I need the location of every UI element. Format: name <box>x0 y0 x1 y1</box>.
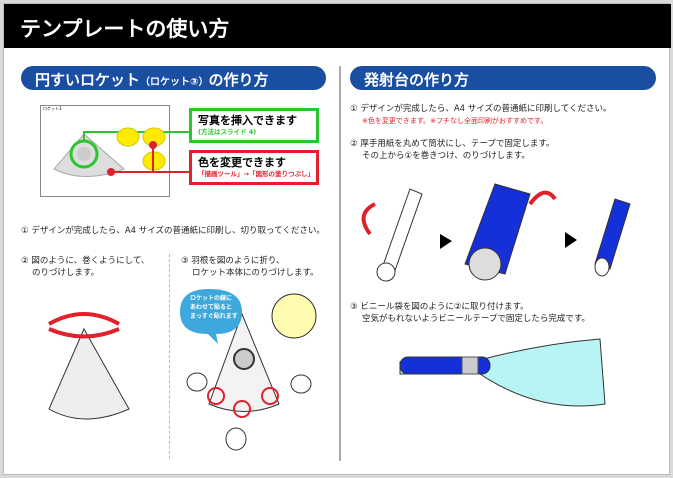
left-step3-line2: ロケット本体にのりづけします。 <box>192 268 319 278</box>
right-section-header: 発射台の作り方 <box>350 66 656 90</box>
color-callout: 色を変更できます「描画ツール」→「図形の塗りつぶし」 <box>189 150 319 185</box>
column-divider <box>339 66 341 461</box>
tip-bubble: ロケットの線に あわせて貼ると まっすぐ貼れます <box>190 294 238 321</box>
page: テンプレートの使い方 円すいロケット（ロケット③）の作り方 ロケット3 写真を挿… <box>3 3 671 475</box>
bubble-line: あわせて貼ると <box>190 304 233 311</box>
left-step2-line1: ② 図のように、巻くようにして、 <box>21 256 150 266</box>
color-callout-note: 「描画ツール」→「図形の塗りつぶし」 <box>198 170 315 178</box>
color-callout-title: 色を変更できます <box>198 156 286 169</box>
thumb-label: ロケット3 <box>43 106 62 111</box>
photo-callout-note: (方法はスライド 4) <box>198 128 257 136</box>
header-sub: （ロケット③） <box>140 77 209 88</box>
right-step2-line2: その上から①を巻きつけ、のりづけします。 <box>362 151 530 161</box>
right-step3-line2: 空気がもれないようビニールテープで固定したら完成です。 <box>362 314 590 324</box>
right-step1: ① デザインが完成したら、A4 サイズの普通紙に印刷してください。 <box>350 104 612 114</box>
left-step2-line2: のりづけします。 <box>32 268 100 278</box>
photo-callout-title: 写真を挿入できます <box>198 114 297 127</box>
page-title: テンプレートの使い方 <box>4 4 671 48</box>
right-step2-line1: ② 厚手用紙を丸めて筒状にし、テープで固定します。 <box>350 139 555 149</box>
divider <box>169 254 170 459</box>
right-step3-line1: ③ ビニール袋を図のように②に取り付けます。 <box>350 302 529 312</box>
right-step1-note: ※色を変更できます。※フチなし全面印刷がおすすめです。 <box>362 117 548 125</box>
template-diagram <box>53 127 192 177</box>
left-step3-line1: ③ 羽根を図のように折り、 <box>181 256 285 266</box>
launcher-illustrations <box>361 183 631 407</box>
bubble-line: ロケットの線に <box>190 295 233 302</box>
header-text: 円すいロケット <box>35 71 141 89</box>
bubble-line: まっすぐ貼れます <box>190 313 238 320</box>
photo-callout: 写真を挿入できます(方法はスライド 4) <box>189 108 319 143</box>
template-thumbnail: ロケット3 <box>40 105 170 197</box>
left-step1: ① デザインが完成したら、A4 サイズの普通紙に印刷し、切り取ってください。 <box>21 226 325 236</box>
header-tail: の作り方 <box>208 71 269 89</box>
rocket-illustrations <box>48 289 317 451</box>
left-section-header: 円すいロケット（ロケット③）の作り方 <box>21 66 326 90</box>
